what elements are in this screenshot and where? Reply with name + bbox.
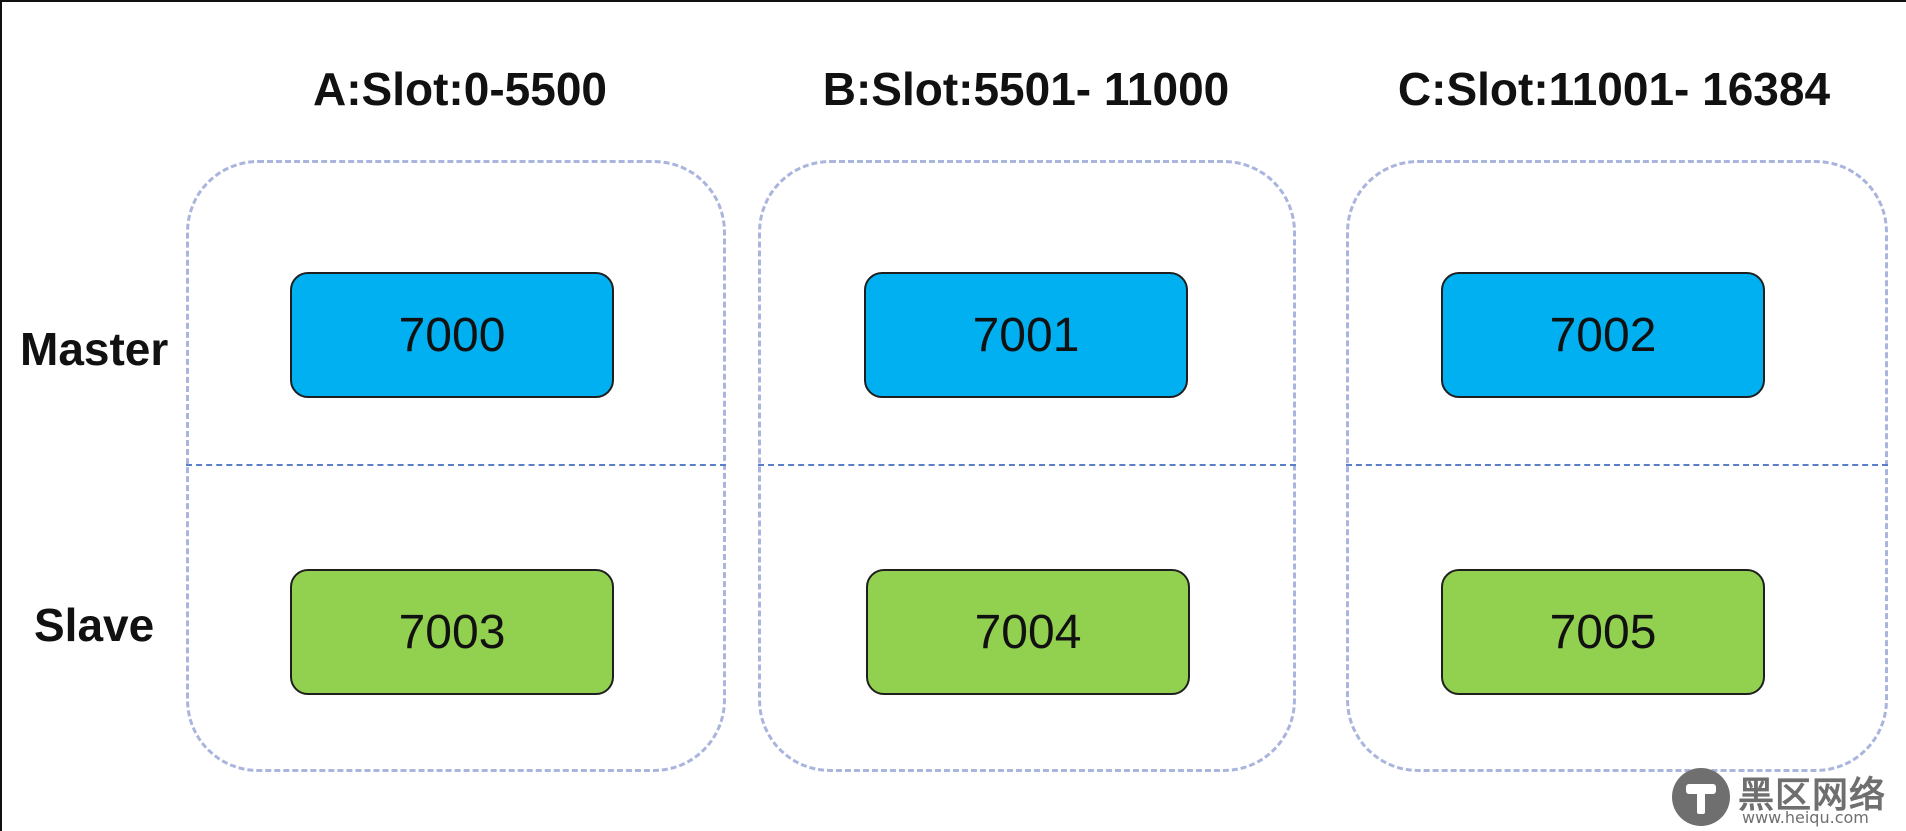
- group-b-title: B:Slot:5501- 11000: [822, 63, 1230, 115]
- group-b-box: [758, 160, 1296, 772]
- group-b-slave-node: 7004: [866, 569, 1190, 695]
- master-row-label: Master: [20, 323, 169, 375]
- group-a-title: A:Slot:0-5500: [313, 63, 607, 115]
- group-a-divider: [186, 464, 726, 466]
- watermark-logo-icon: [1672, 768, 1730, 826]
- group-a-box: [186, 160, 726, 772]
- group-c-box: [1346, 160, 1888, 772]
- group-a-slave-node: 7003: [290, 569, 614, 695]
- group-c-slave-node: 7005: [1441, 569, 1765, 695]
- group-c-title: C:Slot:11001- 16384: [1397, 63, 1831, 115]
- watermark-text: 黑区网络: [1738, 775, 1887, 816]
- frame-top-border: [0, 0, 1906, 2]
- slave-row-label: Slave: [34, 599, 155, 651]
- group-c-master-node: 7002: [1441, 272, 1765, 398]
- group-b-master-node: 7001: [864, 272, 1188, 398]
- group-a-master-node: 7000: [290, 272, 614, 398]
- watermark-url: www.heiqu.com: [1742, 808, 1869, 827]
- watermark: 黑区网络 www.heiqu.com: [1672, 764, 1902, 830]
- group-b-divider: [758, 464, 1296, 466]
- group-c-divider: [1346, 464, 1888, 466]
- frame-left-border: [0, 0, 2, 831]
